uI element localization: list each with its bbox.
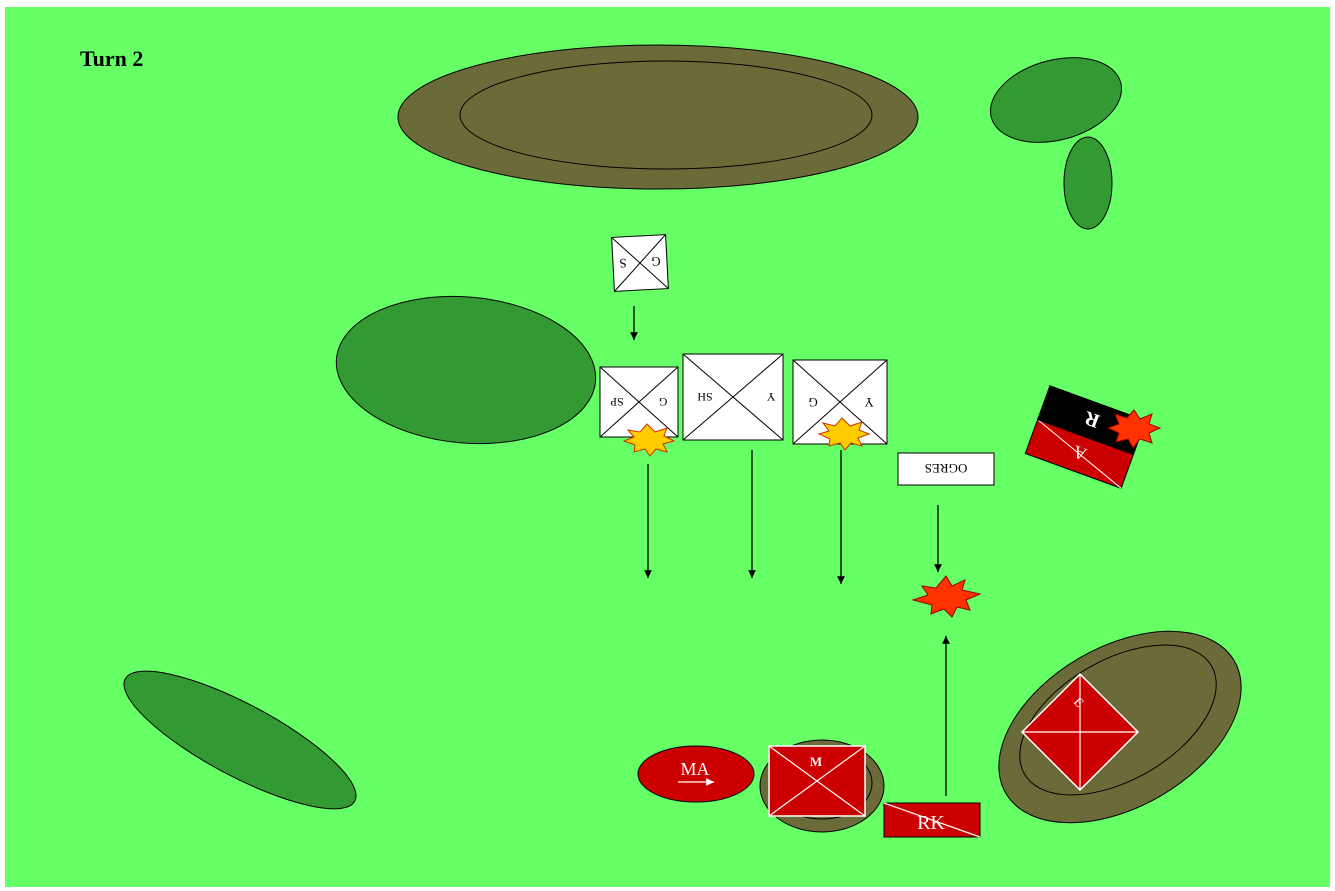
unit-gs[interactable]: G S: [611, 234, 669, 292]
unit-ysh-left-label: Y: [766, 390, 775, 404]
unit-ysh-right-label: SH: [697, 390, 713, 404]
unit-rk-label: RK: [917, 812, 945, 834]
unit-ogres[interactable]: OGRES: [897, 452, 995, 486]
unit-ogres-label: OGRES: [925, 461, 968, 476]
unit-ma-label: MA: [680, 759, 709, 779]
unit-a-label: A: [1070, 441, 1089, 464]
unit-gsp-right-label: SP: [610, 395, 624, 409]
hill-top: [397, 44, 919, 190]
woods-top-right-small: [1063, 136, 1113, 230]
yellow-burst-icon: [817, 417, 871, 451]
unit-m[interactable]: M: [768, 745, 866, 817]
unit-e[interactable]: E: [1020, 672, 1140, 792]
unit-m-label: M: [810, 754, 822, 769]
unit-yg-left-label: Y: [864, 395, 874, 410]
unit-rk[interactable]: RK: [883, 802, 981, 838]
turn-label: Turn 2: [80, 46, 144, 71]
unit-gs-right-label: S: [619, 256, 627, 271]
unit-gs-left-label: G: [651, 254, 661, 269]
red-burst-icon: [911, 575, 982, 618]
unit-ysh[interactable]: Y SH: [682, 353, 784, 441]
unit-ma[interactable]: MA: [637, 745, 755, 803]
yellow-burst-icon: [622, 423, 676, 457]
unit-gsp-left-label: G: [658, 395, 667, 409]
red-burst-icon: [1106, 409, 1162, 449]
woods-center-left: [335, 295, 597, 445]
woods-bottom-left: [123, 670, 357, 810]
unit-gsp[interactable]: G SP: [599, 366, 679, 438]
woods-top-right: [989, 57, 1123, 143]
unit-yg-right-label: G: [808, 395, 817, 410]
